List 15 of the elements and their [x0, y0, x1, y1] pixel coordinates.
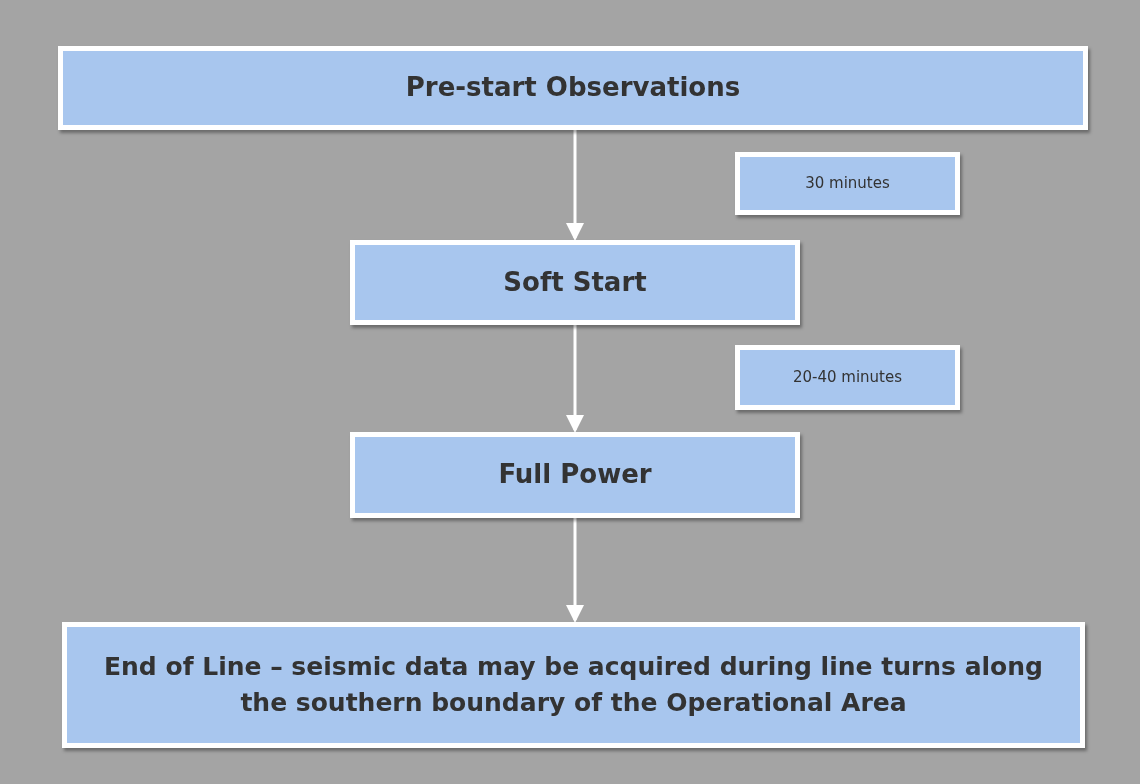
box-label: 20-40 minutes	[792, 366, 903, 388]
box-label: 30 minutes	[805, 172, 890, 194]
box-label: Soft Start	[503, 265, 647, 299]
box-label: End of Line – seismic data may be acquired during line turns along the southern boundary of the Operational Area	[103, 650, 1044, 719]
box-label: Pre-start Observations	[405, 71, 741, 105]
process-box	[350, 432, 800, 518]
arrow	[566, 325, 584, 433]
box-label: Full Power	[498, 458, 652, 492]
duration-box	[735, 152, 960, 215]
process-box	[62, 622, 1085, 748]
process-box	[350, 240, 800, 325]
process-box	[58, 46, 1088, 130]
duration-box	[735, 345, 960, 410]
arrow	[566, 130, 584, 241]
arrow	[566, 518, 584, 623]
